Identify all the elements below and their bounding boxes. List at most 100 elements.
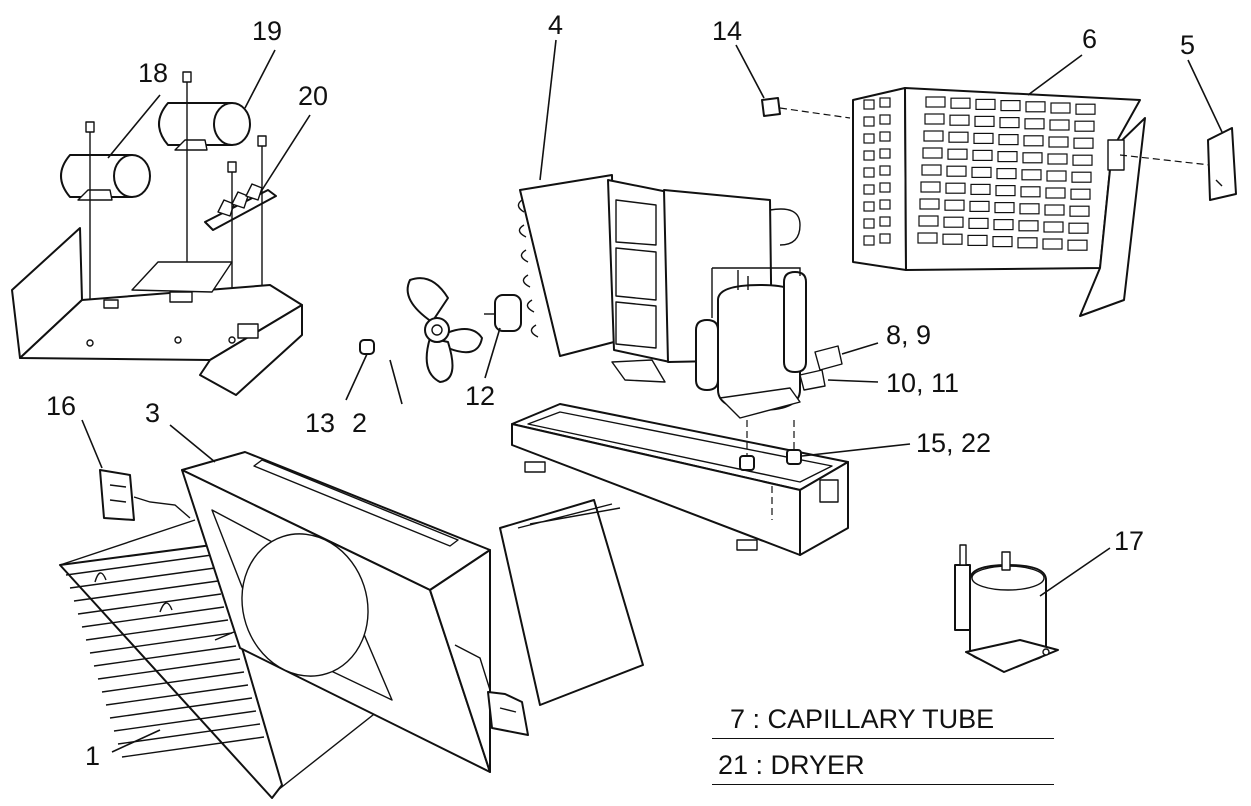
- grill-cell: [1075, 103, 1096, 115]
- grill-cell: [863, 150, 875, 161]
- grill-cell: [972, 149, 993, 161]
- part-16-bracket: [99, 469, 191, 521]
- grill-cell: [863, 235, 875, 246]
- part-17-compressor: [954, 544, 1059, 673]
- leader-5: [1187, 59, 1223, 133]
- grill-cell: [996, 168, 1017, 180]
- callout-8-9: 8, 9: [886, 320, 931, 350]
- grill-cell: [993, 219, 1014, 231]
- callout-5: 5: [1180, 30, 1195, 60]
- grill-cell: [992, 236, 1013, 248]
- grill-cell: [879, 148, 891, 159]
- grill-cell: [863, 201, 875, 212]
- grill-cell: [1046, 170, 1067, 182]
- callout-15-22: 15, 22: [916, 428, 991, 458]
- callout-10-11: 10, 11: [886, 368, 959, 398]
- grill-cell: [950, 97, 971, 109]
- grill-cell: [1025, 101, 1046, 113]
- part-6-rear-grill: [852, 87, 1211, 317]
- leader-14: [735, 44, 765, 99]
- part-14-clip: [761, 97, 851, 119]
- grill-cell: [879, 182, 891, 193]
- callout-4: 4: [548, 10, 563, 40]
- grill-cell: [920, 181, 941, 193]
- grill-cell: [1074, 120, 1095, 132]
- callout-12: 12: [465, 381, 495, 411]
- grill-cell: [917, 232, 938, 244]
- grill-cell: [971, 166, 992, 178]
- grill-cell: [968, 217, 989, 229]
- grill-cell: [1049, 119, 1070, 131]
- grill-cell: [863, 184, 875, 195]
- grill-cell: [967, 234, 988, 246]
- part-2-propeller-fan: [406, 277, 483, 383]
- callout-19: 19: [252, 16, 282, 46]
- grill-cell: [942, 233, 963, 245]
- grill-cell: [1043, 221, 1064, 233]
- callout-6: 6: [1082, 24, 1097, 54]
- grill-cell: [1042, 238, 1063, 250]
- grill-cell: [973, 132, 994, 144]
- callout-3: 3: [145, 398, 160, 428]
- grill-cell: [1071, 171, 1092, 183]
- grill-cell: [925, 96, 946, 108]
- leader-15-22: [801, 443, 911, 457]
- part-4-evaporator-frame: [517, 174, 801, 383]
- grill-cell: [998, 134, 1019, 146]
- grill-cell: [879, 216, 891, 227]
- grill-cell: [944, 199, 965, 211]
- grill-cell: [918, 215, 939, 227]
- grill-cell: [1022, 152, 1043, 164]
- leader-4: [539, 39, 557, 181]
- grill-cell: [1073, 137, 1094, 149]
- leader-6: [1027, 54, 1083, 96]
- part-5-cover-plate: [1207, 127, 1237, 201]
- grill-cell: [1068, 222, 1089, 234]
- grill-cell: [879, 233, 891, 244]
- grill-cell: [994, 202, 1015, 214]
- callout-17: 17: [1114, 526, 1144, 556]
- control-bracket: [11, 227, 303, 396]
- grill-cell: [1017, 237, 1038, 249]
- callout-20: 20: [298, 81, 328, 111]
- grill-cell: [1047, 153, 1068, 165]
- grill-cell: [997, 151, 1018, 163]
- legend-rule-1: [712, 738, 1054, 739]
- grill-cell: [863, 116, 875, 127]
- grill-cell: [1067, 239, 1088, 251]
- grill-cell: [1072, 154, 1093, 166]
- grill-cell: [1021, 169, 1042, 181]
- grill-cell: [863, 133, 875, 144]
- leader-3: [169, 424, 216, 463]
- grill-cell: [879, 131, 891, 142]
- grill-cell: [924, 113, 945, 125]
- compressor-assembly: [695, 267, 843, 419]
- callout-labels: 1 2 3 4 5 6 8, 9 10, 11 12 13 14 15, 22 …: [46, 10, 1195, 771]
- grill-cell: [1000, 99, 1021, 112]
- grill-cells: [863, 96, 1096, 251]
- grill-cell: [1050, 102, 1071, 114]
- grill-cell: [1070, 188, 1091, 200]
- grill-cell: [863, 218, 875, 229]
- grill-cell: [947, 148, 968, 160]
- grill-cell: [943, 216, 964, 228]
- grill-cell: [974, 115, 995, 128]
- leader-20: [261, 114, 311, 191]
- leader-17: [1039, 547, 1111, 597]
- grill-cell: [863, 167, 875, 178]
- leader-1: [111, 729, 161, 753]
- part-12-fan-motor: [484, 294, 522, 332]
- leader-8-9: [841, 342, 879, 355]
- grill-cell: [879, 199, 891, 210]
- callout-13: 13: [305, 408, 335, 438]
- grill-cell: [1020, 186, 1041, 198]
- grill-cell: [919, 198, 940, 210]
- leader-10-11: [827, 379, 879, 383]
- leader-2: [389, 359, 403, 405]
- grill-cell: [970, 183, 991, 195]
- leader-lines: [81, 39, 1223, 753]
- grill-cell: [946, 165, 967, 177]
- grill-cell: [923, 130, 944, 142]
- grill-cell: [1023, 135, 1044, 147]
